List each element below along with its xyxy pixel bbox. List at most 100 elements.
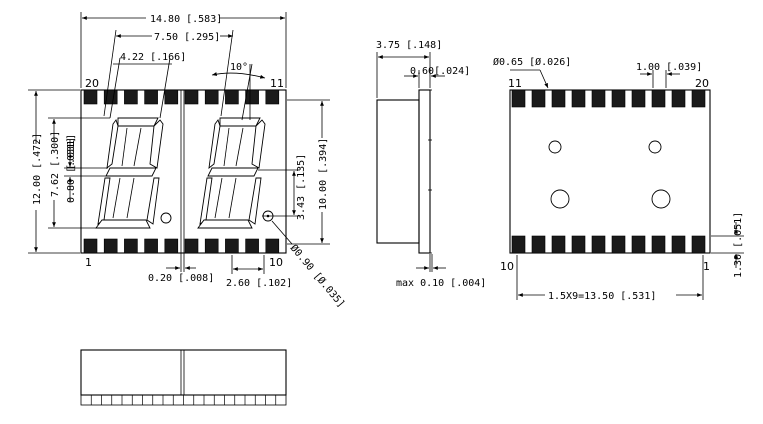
solder-pad [511,235,526,254]
segment-k [126,177,135,219]
solder-pad [531,235,546,254]
side-body-lens [376,99,420,244]
segment-j [214,177,223,219]
segment-g [105,167,157,177]
pin-11-label: 11 [270,77,284,90]
digit-left [95,117,172,229]
segment-b [149,119,164,169]
pin-11-label: 11 [508,77,522,90]
segment-h [121,127,128,167]
solder-pad [611,89,626,108]
pitch-ext-line [103,29,117,117]
bottom-body-outline [509,89,711,254]
leader-arrow [539,69,549,89]
lead-pad [83,238,98,254]
lead-pad [124,238,138,254]
lead-pad [184,238,199,254]
lead-pad [184,89,199,105]
side-view: 3.75 [.148] 0.60[.024] max 0.10 [.004] [376,40,486,289]
lead-pad [245,89,259,105]
dp-diameter-label: Ø0.90 [Ø.035] [288,242,348,310]
front-view: 20 11 1 10 14.80 [.583] 7.50 [.295] 4.22… [28,12,347,310]
lead-thickness-label: max 0.10 [.004] [396,278,486,289]
digit-width-label: 4.22 [.166] [120,52,186,63]
depth-label: 3.75 [.148] [376,40,442,51]
segment-c [248,177,262,225]
lead-pad [144,238,158,254]
width-ext-line [109,57,121,119]
segment-g [207,167,259,177]
mounting-hole-small [648,140,662,154]
lead-pad [204,238,219,254]
segment-i [235,127,244,167]
segment-d [197,219,253,229]
top-view [80,349,287,406]
mounting-hole-small [548,140,562,154]
solder-pad [591,235,606,254]
body-height-label: 10.00 [.394] [318,138,329,210]
solder-pad [571,89,586,108]
dp-height-label: 3.43 [.135] [296,154,307,220]
segment-f [208,119,221,170]
segment-e [97,177,111,225]
segment-a [117,117,159,127]
segment-e [199,177,213,225]
segment-j [112,177,121,219]
segment-b [251,119,266,169]
top-view-leads [90,395,277,405]
digit-height-label: 7.62 [.300] [50,131,61,197]
pads-bottom [511,235,706,254]
pin-1-label: 1 [85,256,92,269]
solder-pad [591,89,606,108]
pin-20-label: 20 [695,77,709,90]
solder-pad [651,235,666,254]
pad-pitch-total-label: 1.5X9=13.50 [.531] [548,291,656,302]
segment-width-label-upper: [.031] [66,134,77,170]
bottom-view: 11 20 10 1 Ø0.65 [Ø.026] 1.00 [.039] 1.3… [493,56,744,302]
lead-pad [144,89,158,105]
solder-pad [651,89,666,108]
pin-10-label: 10 [269,256,283,269]
lead-pad [225,238,239,254]
digit-pitch-label: 7.50 [.295] [154,32,220,43]
pin-10-label: 10 [500,260,514,273]
segment-width-label: 0.80 [.031] [66,137,77,203]
flange-label: 0.60[.024] [410,66,470,77]
lead-pad [164,238,179,254]
solder-pad [631,235,646,254]
side-body-flange [418,89,431,254]
digit-right [197,117,266,229]
lead-pad [265,89,280,105]
segment-c [146,177,160,225]
pin-spacing-label: 2.60 [.102] [226,278,292,289]
overall-width-label: 14.80 [.583] [150,14,222,25]
solder-pad [551,235,566,254]
lead-pad [83,89,98,105]
segment-f [106,119,119,170]
solder-pad [611,235,626,254]
mounting-hole-large [651,189,671,209]
solder-pad [671,89,686,108]
solder-pad [691,89,706,108]
slant-angle-label: 10° [230,62,248,73]
decimal-point-left [160,212,172,224]
pad-width-label: 1.00 [.039] [636,62,702,73]
solder-pad [551,89,566,108]
top-leads [83,89,280,105]
hole-diameter-label: Ø0.65 [Ø.026] [493,56,571,68]
segment-i [133,127,142,167]
lead-pad [265,238,280,254]
segment-h [223,127,230,167]
mounting-hole-large [550,189,570,209]
leader-line [271,220,293,245]
angle-arc [211,72,266,79]
segment-k [228,177,237,219]
solder-pad [671,235,686,254]
solder-pad [571,235,586,254]
pin-20-label: 20 [85,77,99,90]
segment-a [219,117,261,127]
lead-pad [103,238,118,254]
lead-pad [124,89,138,105]
solder-pad [511,89,526,108]
